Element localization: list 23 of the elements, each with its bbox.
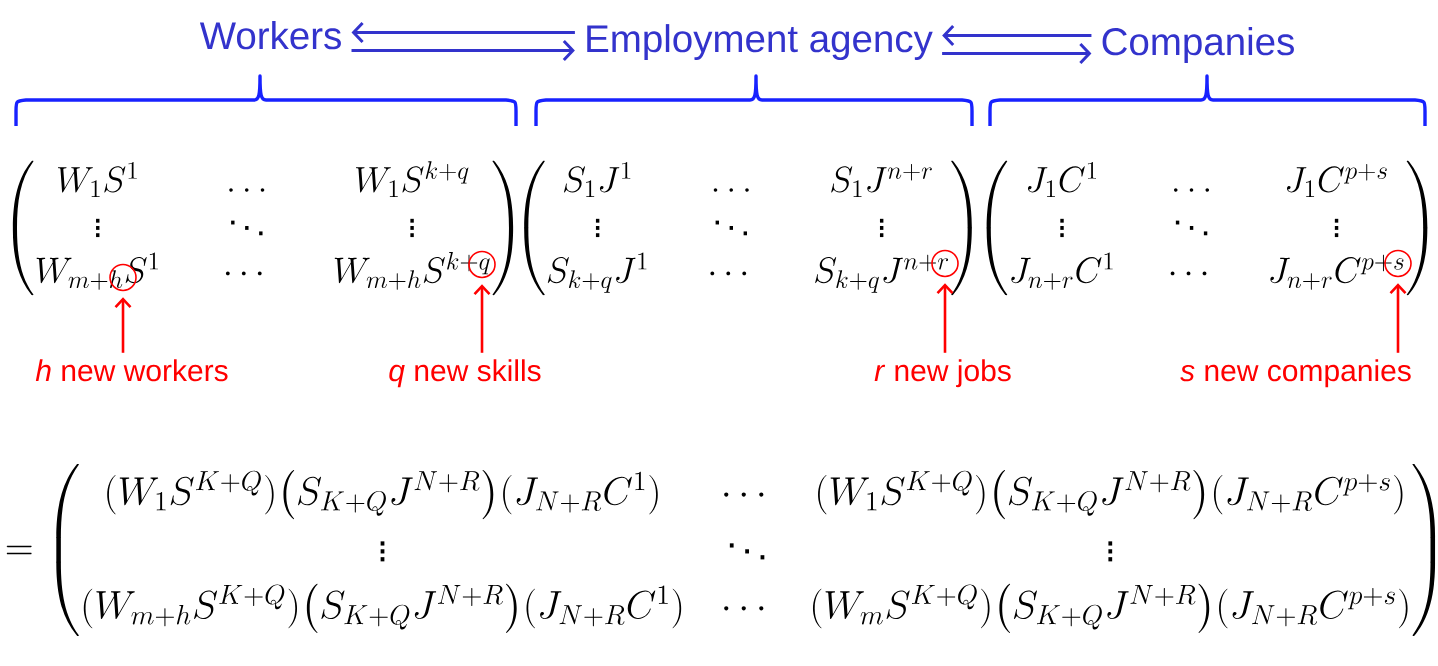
highlight-circle <box>931 249 959 278</box>
leader-arrow <box>114 297 132 353</box>
group-title: Employment agency <box>587 24 933 60</box>
highlight-circle <box>1384 249 1412 278</box>
highlight-circle <box>468 250 496 279</box>
leader-arrow <box>1389 283 1407 353</box>
highlight-circle <box>109 263 137 292</box>
matrix: $\begin{pmatrix} W_1S^1 & \ldots & W_1S^{k+q} \\ \vdots & \ddots & \vdots \\ W_{m+h}S^1 & \cdots & W_{m+h}S^{k+q} \end{pmatrix}$ <box>12 160 514 296</box>
annotation-label: r new jobs <box>874 359 1011 388</box>
arrow <box>942 24 1092 47</box>
leader-arrow <box>473 284 491 353</box>
matrix: $\begin{pmatrix} J_1C^1 & \ldots & J_1C^{p+s} \\ \vdots & \ddots & \vdots \\ J_{n+r}C^1 & \cdots & J_{n+r}C^{p+s} \end{pmatrix}$ <box>986 160 1428 296</box>
arrow <box>351 21 575 44</box>
annotation-label: q new skills <box>389 359 541 388</box>
annotation-label: s new companies <box>1180 359 1411 388</box>
equation: $= \begin{pmatrix} (W_1S^{K+Q})\big(S_{K+Q}J^{N+R}\big)(J_{N+R}C^1) & \cdots & (W_1S^{K+Q})\big(S_{K+Q}J^{N+R}\big)(J_{N+R}C^{p+s}) \\ \vdots & \ddots & \vdots \\ (W_{m+h}S^{K+Q})\big(S_{K+Q}J^{N+R}\big)(J_{N+R}C^1) & \cdots & (W_mS^{K+Q})\big(S_{K+Q}J^{N+R}\big)(J_{N+R}C^{p+s}) \end{pmatrix}$ <box>6 464 1436 636</box>
matrix: $\begin{pmatrix} S_1J^1 & \ldots & S_1J^{n+r} \\ \vdots & \ddots & \vdots \\ S_{k+q}J^1 & \cdots & S_{k+q}J^{n+r} \end{pmatrix}$ <box>524 160 972 296</box>
group-title: Companies <box>1102 27 1294 63</box>
arrow <box>942 42 1092 65</box>
annotation-label: h new workers <box>35 359 228 382</box>
group-title: Workers <box>199 21 341 50</box>
leader-arrow <box>936 283 954 353</box>
arrow <box>351 39 575 62</box>
